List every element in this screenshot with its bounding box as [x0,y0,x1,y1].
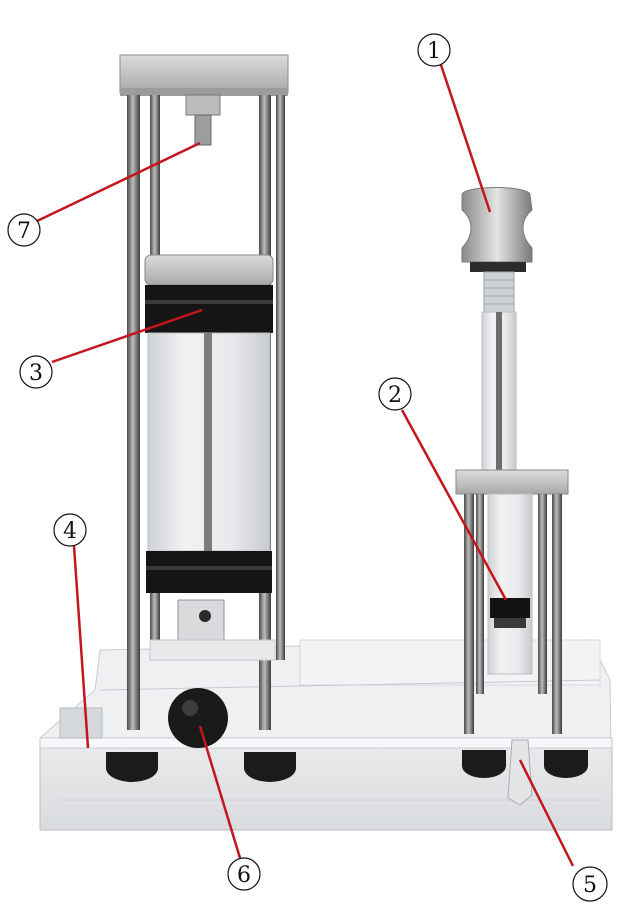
callout-label-1: 1 [427,39,441,64]
small-cylinder-assembly [455,187,569,806]
leader-line-1 [438,61,492,213]
leader-line-4 [72,545,90,749]
callout-label-5: 5 [583,873,597,898]
callout-1: 1 [417,33,451,67]
callout-label-3: 3 [29,361,43,386]
callout-label-4: 4 [63,519,77,544]
callout-6: 6 [227,857,261,891]
leader-line-5 [518,759,575,867]
large-cylinder-assembly [119,54,289,748]
callout-label-7: 7 [17,219,31,244]
callout-5: 5 [572,866,608,902]
leader-line-6 [198,725,242,859]
leader-line-3 [51,308,203,364]
leader-line-2 [400,409,508,601]
callout-3: 3 [19,355,53,389]
callout-4: 4 [53,513,87,547]
callout-7: 7 [7,213,41,247]
leader-line-7 [34,141,201,224]
callout-label-6: 6 [237,863,251,888]
rubber-feet [106,750,588,782]
callout-2: 2 [378,377,412,411]
callout-label-2: 2 [388,383,402,408]
leader-lines [34,61,575,867]
